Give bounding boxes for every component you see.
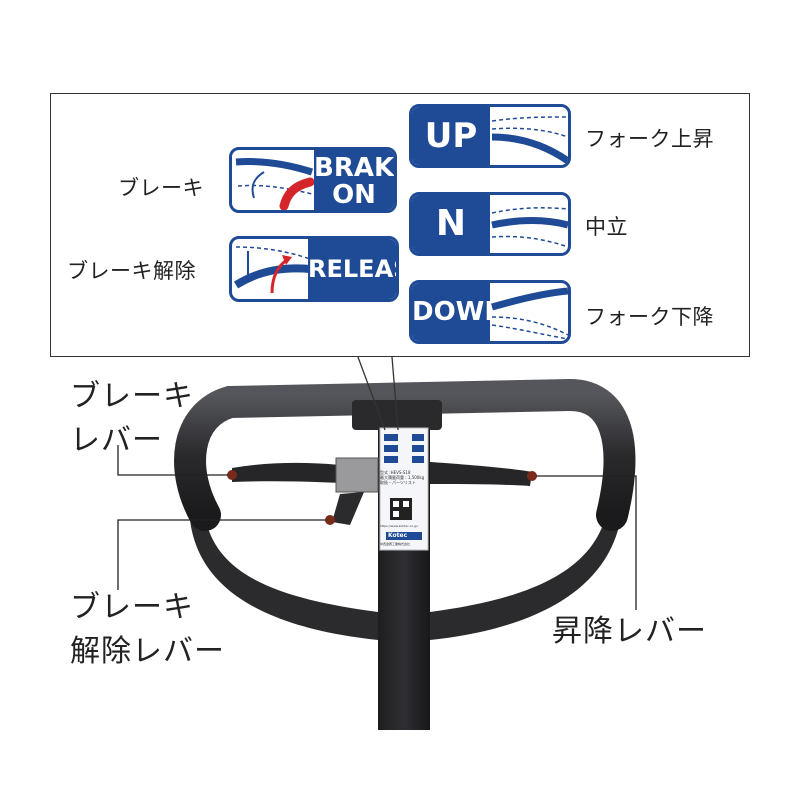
down-badge: DOWN: [409, 280, 571, 344]
brake-lever-leader: [117, 445, 228, 476]
down-title: DOWN: [412, 297, 507, 327]
up-badge: UP: [409, 104, 571, 168]
brake-lever-callout: ブレーキ レバー: [70, 375, 194, 463]
up-label: フォーク上昇: [585, 127, 714, 151]
release-lever-icon: [233, 246, 310, 294]
neutral-label: 中立: [585, 215, 628, 239]
sticker-parts: 取扱・パーツリスト: [380, 480, 416, 485]
sticker-url: https://www.kohtec.co.jp/: [380, 524, 418, 528]
release-lever-callout-line1: ブレーキ: [70, 590, 194, 625]
up-title: UP: [424, 116, 478, 156]
release-lever-dot: [325, 515, 335, 525]
lever-bracket: [335, 457, 379, 493]
brake-on-badge: BRAKE ON: [229, 147, 397, 213]
lift-lever-dot: [527, 471, 537, 481]
lift-lever-leader: [536, 475, 637, 610]
up-lever-icon: [491, 116, 568, 164]
down-label: フォーク下降: [585, 305, 714, 329]
handle-grip-loop: [174, 378, 636, 531]
handle-lower-arms: [190, 515, 378, 640]
brake-release-lever: [332, 492, 364, 525]
sticker-model: 型式 :HEVS-S18: [380, 470, 411, 475]
on-title: ON: [332, 180, 376, 210]
neutral-lever-icon: [491, 207, 568, 248]
sticker-company: 中西金属工業株式会社: [380, 542, 411, 546]
release-lever-leader: [117, 519, 326, 590]
brake-lever-callout-line2: レバー: [70, 423, 163, 458]
release-lever-callout-line2: 解除レバー: [70, 634, 225, 669]
lift-lever-callout-text: 昇降レバー: [552, 614, 707, 649]
lever-legend-panel: [50, 93, 750, 357]
down-lever-icon: [491, 287, 568, 340]
release-lever-callout: ブレーキ 解除レバー: [70, 586, 225, 674]
release-label: ブレーキ解除: [67, 259, 196, 283]
zoom-line-left: [357, 356, 386, 431]
brake-title: BRAKE: [314, 153, 395, 183]
release-title: RELEASE: [308, 255, 396, 283]
release-badge: RELEASE: [229, 236, 399, 302]
sticker-capacity: 最大積載荷重 : 1,500kg: [380, 475, 425, 480]
brake-on-lever-icon: [235, 158, 314, 210]
brake-lever-dot: [227, 470, 237, 480]
zoom-line-right: [391, 356, 399, 431]
lift-lever: [430, 462, 532, 486]
lift-lever-callout: 昇降レバー: [552, 610, 707, 654]
brake-label: ブレーキ: [118, 176, 204, 200]
sticker-brand: Kotec: [388, 532, 408, 539]
sticker-text-block: 型式 :HEVS-S18 最大積載荷重 : 1,500kg 取扱・パーツリスト: [380, 470, 428, 485]
neutral-title: N: [435, 203, 467, 244]
brake-lever-callout-line1: ブレーキ: [70, 379, 194, 414]
neutral-badge: N: [409, 192, 571, 256]
